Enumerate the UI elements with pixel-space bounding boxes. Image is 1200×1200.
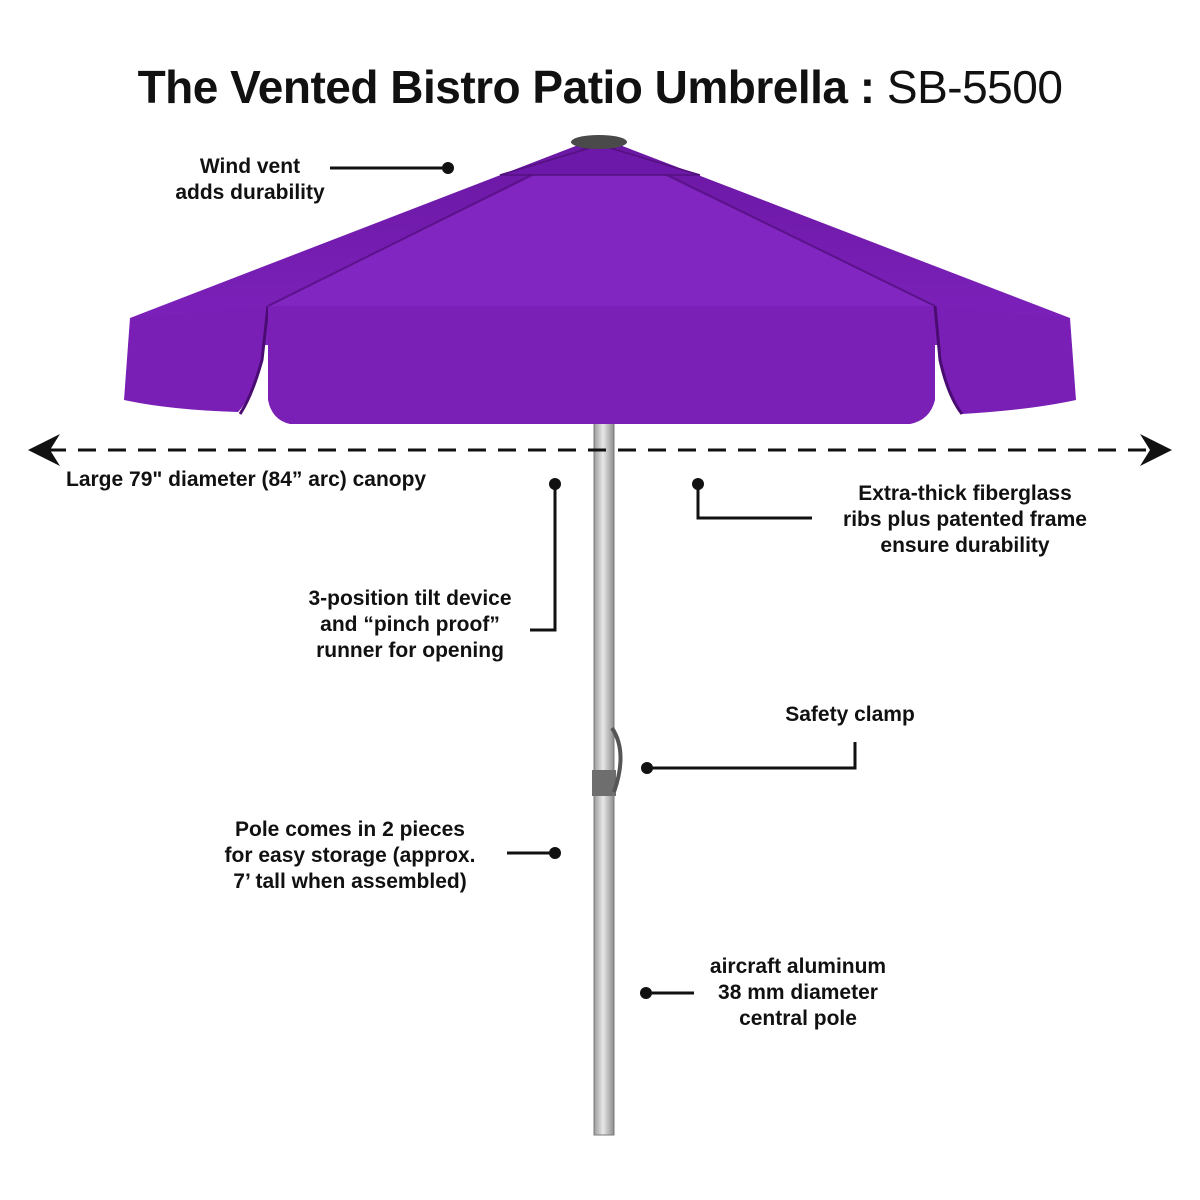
callout-line: for easy storage (approx.: [224, 844, 476, 867]
callout-line: Extra-thick fiberglass: [858, 482, 1072, 505]
title-separator: :: [847, 60, 887, 113]
callout-line: 38 mm diameter: [718, 981, 878, 1004]
title-main: The Vented Bistro Patio Umbrella: [137, 60, 848, 113]
callout-dots: [442, 162, 704, 999]
central-pole: [592, 419, 623, 1136]
callout-ribs: Extra-thick fiberglass ribs plus patente…: [820, 481, 1110, 559]
callout-line: Wind vent: [199, 155, 301, 178]
callout-line: Large 79" diameter (84” arc) canopy: [66, 468, 427, 491]
callout-tilt: 3-position tilt device and “pinch proof”…: [280, 586, 540, 664]
pole-coupler: [592, 770, 616, 796]
callout-line: 7’ tall when assembled): [233, 870, 467, 893]
callout-line: 3-position tilt device: [308, 587, 512, 610]
callout-line: central pole: [739, 1007, 857, 1030]
safety-clamp-lever: [610, 726, 623, 793]
dot-aluminum: [640, 987, 652, 999]
callout-line: and “pinch proof”: [320, 613, 500, 636]
arrow-left-head: [28, 434, 60, 466]
page-title: The Vented Bistro Patio Umbrella : SB-55…: [0, 59, 1200, 115]
leader-tilt: [530, 484, 557, 632]
callout-line: runner for opening: [316, 639, 504, 662]
diameter-arrow: [28, 434, 1172, 466]
dot-tilt: [549, 478, 561, 490]
callout-leaders: [330, 166, 857, 995]
leader-clamp: [648, 742, 857, 770]
callout-line: aircraft aluminum: [709, 955, 887, 978]
dot-wind-vent: [442, 162, 454, 174]
callout-pole-pieces: Pole comes in 2 pieces for easy storage …: [200, 817, 500, 895]
dot-pole-pieces: [549, 847, 561, 859]
title-model-number: SB-5500: [886, 60, 1063, 113]
callout-aluminum-pole: aircraft aluminum 38 mm diameter central…: [690, 954, 906, 1032]
callout-line: adds durability: [175, 181, 325, 204]
callout-diameter: Large 79" diameter (84” arc) canopy: [66, 467, 426, 493]
callout-wind-vent: Wind vent adds durability: [160, 154, 340, 206]
callout-line: ensure durability: [880, 534, 1050, 557]
dot-clamp: [641, 762, 653, 774]
callout-line: Safety clamp: [785, 703, 915, 726]
arrow-right-head: [1140, 434, 1172, 466]
wind-vent-cap: [571, 135, 627, 149]
dot-ribs: [692, 478, 704, 490]
callout-safety-clamp: Safety clamp: [760, 702, 940, 728]
leader-ribs: [696, 484, 812, 520]
callout-line: Pole comes in 2 pieces: [235, 818, 465, 841]
callout-line: ribs plus patented frame: [843, 508, 1087, 531]
umbrella-canopy: [124, 135, 1076, 424]
